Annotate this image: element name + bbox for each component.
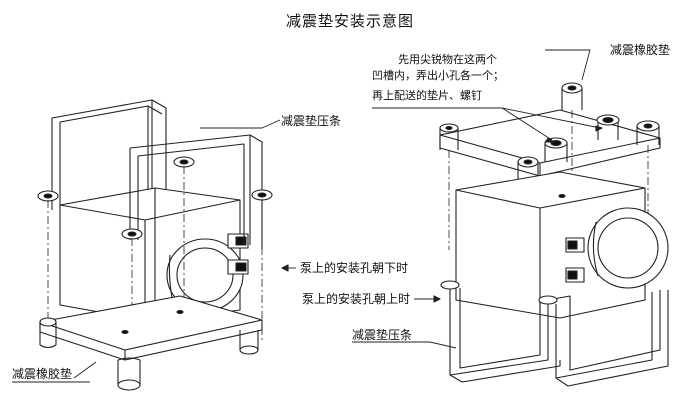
note-line-3: 再上配送的垫片、螺钉 (372, 89, 482, 102)
right-strip-leader (352, 341, 457, 349)
diagram-title: 减震垫安装示意图 (285, 12, 414, 30)
left-strip-leader (200, 119, 281, 129)
left-front-strip (129, 134, 263, 250)
right-pad-label: 减震橡胶垫 (610, 43, 671, 57)
left-pad-leader (73, 361, 97, 379)
right-pad-leader (545, 49, 591, 81)
right-pump-body (455, 171, 669, 319)
right-rubber-pads (439, 82, 660, 182)
right-strips (440, 280, 669, 387)
left-rubber-pads (39, 317, 259, 391)
left-strip-label: 减震垫压条 (281, 114, 342, 128)
note-leader-2 (501, 107, 601, 129)
right-strip-label: 减震垫压条 (352, 328, 413, 342)
left-pad-label: 减震橡胶垫 (12, 367, 73, 381)
left-mount-ears (37, 156, 273, 240)
note-line-1: 先用尖锐物在这两个 (398, 53, 497, 66)
note-line-2: 凹槽内，弄出小孔各一个； (372, 69, 504, 82)
left-assembly (12, 99, 296, 391)
pump-down-label: 泵上的安装孔朝下时 (300, 261, 409, 275)
right-assembly (352, 49, 669, 387)
pump-up-label: 泵上的安装孔朝上时 (302, 292, 411, 306)
left-pump-body (59, 187, 249, 323)
